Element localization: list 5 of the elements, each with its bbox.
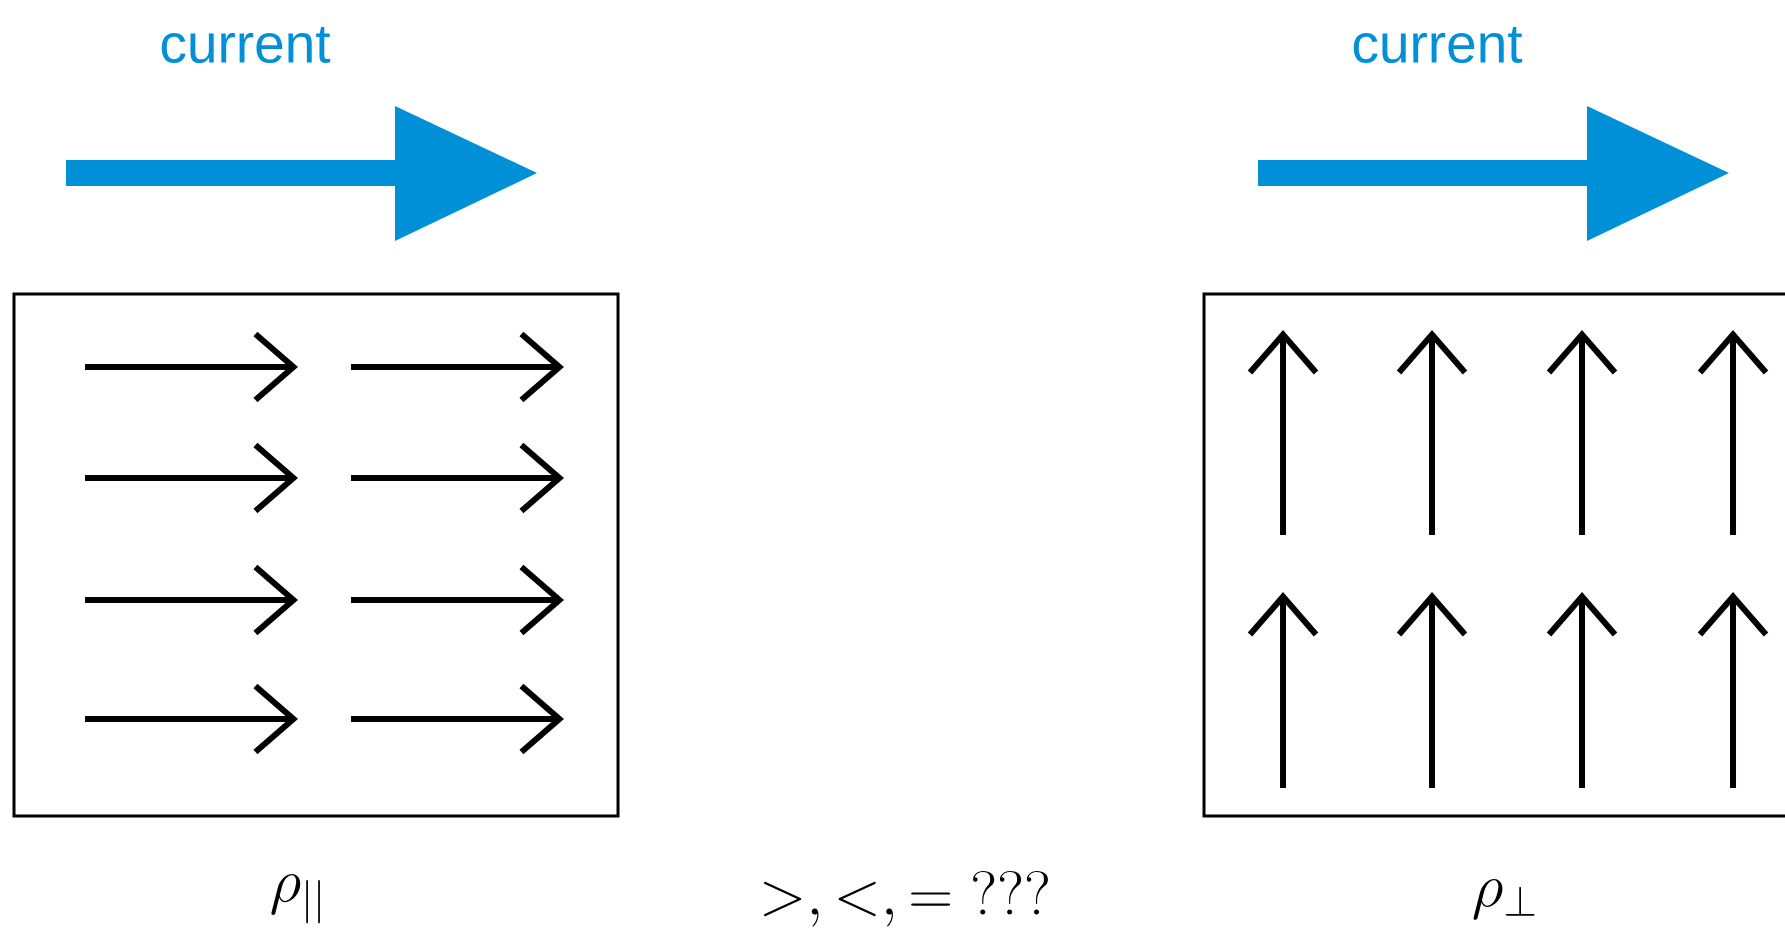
formula: $\rho_{||}$ <box>271 874 320 924</box>
formula: $\rho_\perp$ <box>1473 878 1535 920</box>
label: current <box>161 26 331 64</box>
formula: $>,<,= \mathsf{???}$ <box>764 870 1048 927</box>
label: current <box>1353 26 1523 64</box>
